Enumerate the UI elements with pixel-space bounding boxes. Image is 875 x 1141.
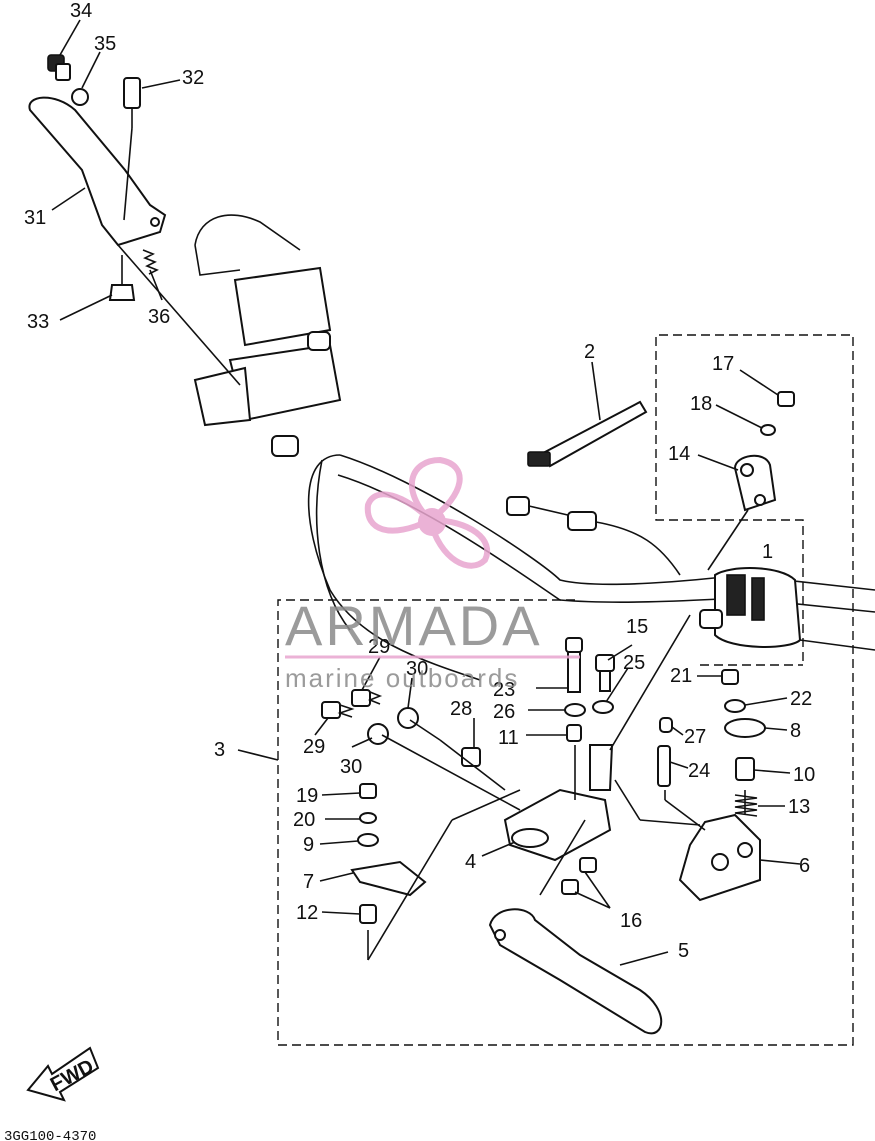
part-label: 30 <box>340 756 362 778</box>
part-label: 15 <box>626 616 648 638</box>
pin-24 <box>657 745 671 787</box>
bushing-11 <box>566 724 582 742</box>
part-label: 4 <box>465 851 476 873</box>
part-label: 19 <box>296 785 318 807</box>
propeller-logo-icon <box>364 456 490 569</box>
part-label: 30 <box>406 658 428 680</box>
part-label: 12 <box>296 902 318 924</box>
watermark-subtitle: marine outboards <box>285 663 519 693</box>
plate-8 <box>724 718 766 738</box>
part-label: 24 <box>688 760 710 782</box>
part-label: 9 <box>303 834 314 856</box>
part-label: 29 <box>368 636 390 658</box>
washer-26 <box>564 703 586 717</box>
part-label: 29 <box>303 736 325 758</box>
assembly-lines <box>367 509 749 961</box>
nut-12 <box>359 904 377 924</box>
bolt-34 <box>47 54 71 81</box>
switch-wire <box>506 496 681 576</box>
dashed-boxes <box>277 334 854 1046</box>
switch-1 <box>699 567 802 648</box>
part-label: 34 <box>70 0 92 22</box>
armada-watermark: ARMADA marine outboards <box>285 456 580 693</box>
part-label: 33 <box>27 311 49 333</box>
part-label: 8 <box>790 720 801 742</box>
part-label: 36 <box>148 306 170 328</box>
part-label: 11 <box>498 727 519 749</box>
nut-30-upper <box>397 707 419 729</box>
lever-31 <box>28 96 241 386</box>
master-cylinder <box>193 266 342 457</box>
bolt-23 <box>565 637 583 693</box>
part-label: 6 <box>799 855 810 877</box>
fwd-arrow-icon: FWD <box>26 1046 100 1102</box>
part-label: 35 <box>94 33 116 55</box>
part-label: 16 <box>620 910 642 932</box>
band-2 <box>527 400 648 468</box>
part-label: 28 <box>450 698 472 720</box>
clamp-14 <box>733 454 777 512</box>
nut-16 <box>561 857 597 895</box>
plate-7 <box>350 860 427 897</box>
bolt-15 <box>595 654 615 692</box>
part-label: 26 <box>493 701 515 723</box>
part-label: 31 <box>24 207 46 229</box>
washer-35 <box>71 88 89 106</box>
washer-18 <box>760 424 776 436</box>
part-label: 17 <box>712 353 734 375</box>
part-label: 27 <box>684 726 706 748</box>
part-label: 18 <box>690 393 712 415</box>
part-label: 10 <box>793 764 815 786</box>
screw-17 <box>777 391 795 407</box>
screw-19 <box>359 783 377 799</box>
part-label: 22 <box>790 688 812 710</box>
part-label: 5 <box>678 940 689 962</box>
part-label: 23 <box>493 679 515 701</box>
screw-21 <box>721 669 739 685</box>
washer-25 <box>592 700 614 714</box>
part-label: 14 <box>668 443 690 465</box>
washer-9 <box>357 833 379 847</box>
pin-27 <box>659 717 673 733</box>
part-label: 20 <box>293 809 315 831</box>
part-labels: 34 35 32 31 33 36 2 17 18 14 1 29 30 15 … <box>24 0 815 962</box>
bolt-32 <box>123 77 141 221</box>
leader-lines <box>51 19 801 966</box>
bracket-4 <box>503 744 614 862</box>
plunger-10 <box>735 757 755 781</box>
part-label: 1 <box>762 541 773 563</box>
spring-36 <box>142 249 159 275</box>
part-label: 21 <box>670 665 692 687</box>
body-6 <box>678 813 761 902</box>
lever-5 <box>488 908 663 1035</box>
nut-33 <box>108 255 136 301</box>
adjuster-29-upper <box>351 689 383 707</box>
part-label: 25 <box>623 652 645 674</box>
drawing-code: 3GG100-4370 <box>4 1129 96 1141</box>
spring-13 <box>734 794 758 817</box>
part-label: 2 <box>584 341 595 363</box>
washer-20 <box>359 812 377 824</box>
adjuster-29-lower <box>321 701 355 719</box>
part-label: 13 <box>788 796 810 818</box>
part-label: 32 <box>182 67 204 89</box>
part-label: 3 <box>214 739 225 761</box>
part-label: 7 <box>303 871 314 893</box>
washer-22 <box>724 699 746 713</box>
nut-30-lower <box>367 723 389 745</box>
watermark-title: ARMADA <box>285 594 543 657</box>
